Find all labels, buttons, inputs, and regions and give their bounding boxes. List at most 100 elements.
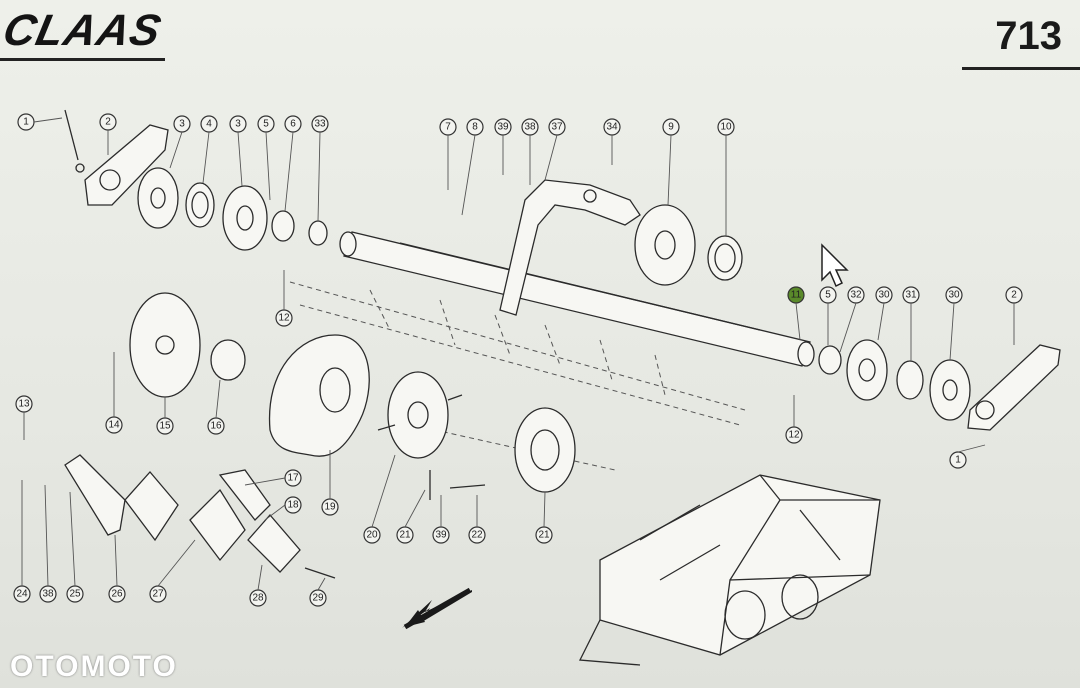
callout-31: 31 [902,286,920,304]
svg-text:10: 10 [720,122,732,133]
svg-text:13: 13 [18,399,30,410]
svg-text:27: 27 [152,589,164,600]
mouse-pointer-icon [821,243,849,288]
callout-25: 25 [66,585,84,603]
logo-underline [0,58,165,61]
cam-plate [268,334,370,457]
disc-with-arm [377,371,463,459]
callout-34: 34 [603,118,621,136]
callout-15: 15 [156,417,174,435]
svg-text:20: 20 [366,530,378,541]
callout-19: 19 [321,498,339,516]
callout-labels: 1 2 3 4 3 5 6 33 7 8 39 38 37 34 9 10 11… [13,113,1023,607]
callout-24: 24 [13,585,31,603]
callout-21: 21 [535,526,553,544]
svg-text:9: 9 [668,122,674,133]
svg-text:30: 30 [948,290,960,301]
callout-14: 14 [105,416,123,434]
direction-arrow-icon [402,587,472,630]
leader-lines [21,117,1015,591]
svg-text:3: 3 [179,119,185,130]
svg-text:39: 39 [497,122,509,133]
svg-text:18: 18 [287,500,299,511]
svg-text:1: 1 [23,117,29,128]
callout-2: 2 [1005,286,1023,304]
sprocket [514,407,576,493]
svg-text:16: 16 [210,421,222,432]
callout-1: 1 [17,113,35,131]
svg-text:7: 7 [445,122,451,133]
callout-13: 13 [15,395,33,413]
callout-26: 26 [108,585,126,603]
callout-8: 8 [466,118,484,136]
svg-text:2: 2 [1011,290,1017,301]
callout-2: 2 [99,113,117,131]
svg-text:11: 11 [791,290,802,301]
svg-text:19: 19 [324,502,336,513]
svg-text:3: 3 [235,119,241,130]
callout-30: 30 [875,286,893,304]
callout-12: 12 [785,426,803,444]
svg-text:22: 22 [471,530,483,541]
callout-3: 3 [229,115,247,133]
callout-33: 33 [311,115,329,133]
callout-32: 32 [847,286,865,304]
svg-text:6: 6 [290,119,296,130]
svg-text:4: 4 [206,119,212,130]
callout-9: 9 [662,118,680,136]
callout-21: 21 [396,526,414,544]
svg-text:17: 17 [287,473,299,484]
svg-text:31: 31 [905,290,917,301]
callout-11: 11 [787,286,805,304]
svg-text:8: 8 [472,122,478,133]
svg-text:1: 1 [955,455,961,466]
svg-text:24: 24 [16,589,28,600]
callout-39: 39 [494,118,512,136]
callout-27: 27 [149,585,167,603]
main-shaft [339,231,815,367]
svg-text:30: 30 [878,290,890,301]
callout-22: 22 [468,526,486,544]
callout-6: 6 [284,115,302,133]
arm-bracket [499,179,641,316]
callout-5: 5 [257,115,275,133]
callout-38: 38 [521,118,539,136]
svg-text:26: 26 [111,589,123,600]
svg-text:21: 21 [538,530,550,541]
svg-text:14: 14 [108,420,120,431]
page-number-underline [962,67,1080,70]
callout-10: 10 [717,118,735,136]
svg-text:38: 38 [42,589,54,600]
svg-text:12: 12 [788,430,800,441]
svg-text:21: 21 [399,530,411,541]
callout-7: 7 [439,118,457,136]
svg-text:15: 15 [159,421,171,432]
callout-12: 12 [275,309,293,327]
callout-38: 38 [39,585,57,603]
svg-text:12: 12 [278,313,290,324]
callout-28: 28 [249,589,267,607]
svg-text:38: 38 [524,122,536,133]
right-bearing-group [818,339,1061,431]
callout-4: 4 [200,115,218,133]
callout-5: 5 [819,286,837,304]
callout-18: 18 [284,496,302,514]
callout-16: 16 [207,417,225,435]
callout-3: 3 [173,115,191,133]
svg-text:32: 32 [850,290,862,301]
page-number: 713 [995,14,1062,58]
right-pulley-group [634,204,743,286]
svg-text:5: 5 [825,290,831,301]
svg-text:2: 2 [105,117,111,128]
callout-29: 29 [309,589,327,607]
baler-overview-sketch [578,474,881,666]
callout-17: 17 [284,469,302,487]
svg-text:5: 5 [263,119,269,130]
callout-20: 20 [363,526,381,544]
svg-text:25: 25 [69,589,81,600]
svg-text:34: 34 [606,122,618,133]
svg-text:39: 39 [435,530,447,541]
svg-text:29: 29 [312,593,324,604]
